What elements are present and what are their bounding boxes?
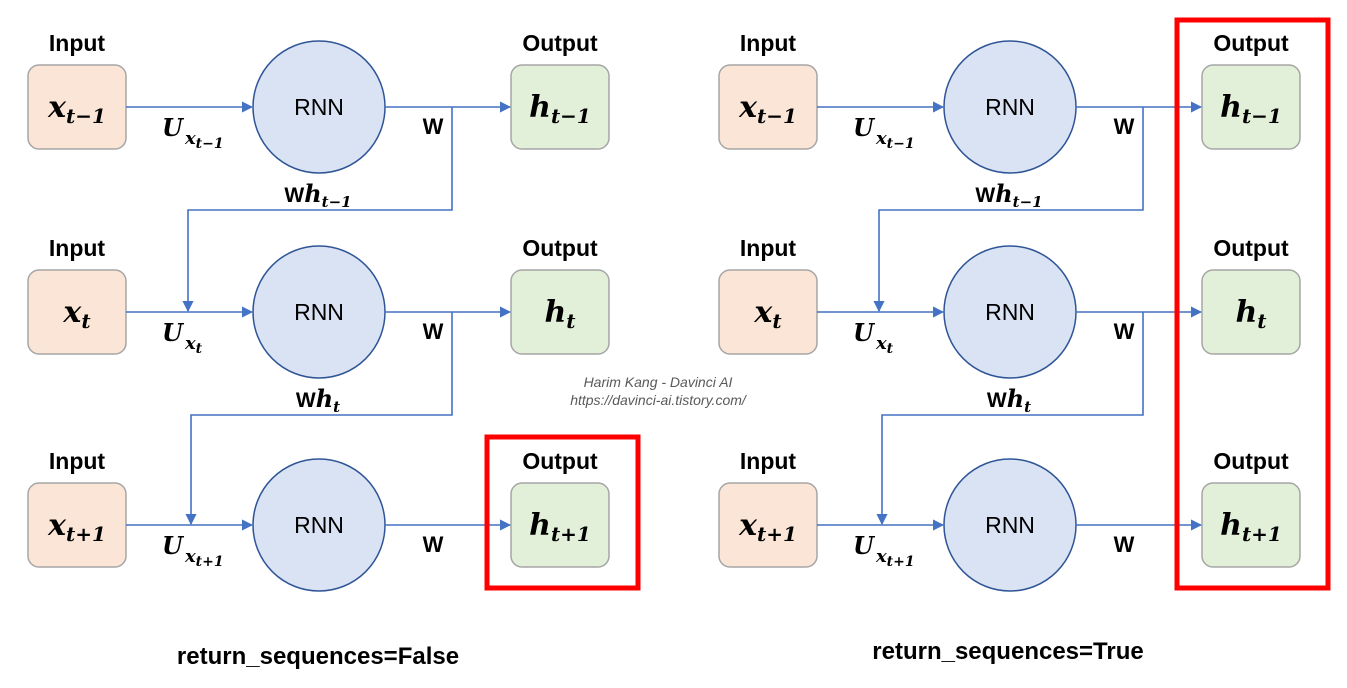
input-symbol: xt [753, 295, 782, 333]
recurrent-connection [876, 312, 1144, 526]
rnn-label: RNN [294, 512, 344, 538]
recurrent-weight-label: Wht−1 [284, 179, 351, 211]
rnn-label: RNN [294, 299, 344, 325]
panel-caption: return_sequences=False [177, 643, 459, 670]
input-symbol: xt−1 [47, 90, 106, 128]
input-symbol: xt+1 [738, 508, 797, 546]
input-header: Input [49, 448, 106, 474]
input-header: Input [49, 30, 106, 56]
weight-label: W [1114, 114, 1135, 139]
recurrent-connection [873, 107, 1144, 313]
output-header: Output [522, 235, 598, 261]
output-symbol: ht [1235, 295, 1267, 333]
output-header: Output [1213, 235, 1289, 261]
output-symbol: ht+1 [1220, 508, 1282, 546]
input-symbol: xt−1 [738, 90, 797, 128]
watermark: Harim Kang - Davinci AI https://davinci-… [570, 374, 748, 408]
output-header: Output [522, 448, 598, 474]
rnn-label: RNN [985, 512, 1035, 538]
output-header: Output [1213, 30, 1289, 56]
rnn-label: RNN [985, 94, 1035, 120]
recurrent-weight-label: Wht [296, 384, 340, 416]
output-symbol: ht−1 [1220, 90, 1282, 128]
weight-label: W [1114, 532, 1135, 557]
watermark-author: Harim Kang - Davinci AI [584, 374, 733, 390]
panel-caption: return_sequences=True [872, 638, 1143, 665]
input-header: Input [740, 235, 797, 261]
input-header: Input [740, 30, 797, 56]
output-symbol: ht [544, 295, 576, 333]
output-symbol: ht+1 [529, 508, 591, 546]
rnn-label: RNN [294, 94, 344, 120]
highlight-last-output [484, 434, 641, 591]
recurrent-weight-label: Wht [987, 384, 1031, 416]
recurrent-connection [185, 312, 453, 526]
recurrent-connection [182, 107, 453, 313]
output-header: Output [1213, 448, 1289, 474]
output-symbol: ht−1 [529, 90, 591, 128]
weight-label: W [423, 319, 444, 344]
input-header: Input [49, 235, 106, 261]
recurrent-weight-label: Wht−1 [975, 179, 1042, 211]
weight-label: W [1114, 319, 1135, 344]
input-symbol: xt [62, 295, 91, 333]
input-symbol: xt+1 [47, 508, 106, 546]
input-header: Input [740, 448, 797, 474]
weight-label: W [423, 532, 444, 557]
watermark-url: https://davinci-ai.tistory.com/ [570, 392, 748, 408]
rnn-label: RNN [985, 299, 1035, 325]
output-header: Output [522, 30, 598, 56]
weight-label: W [423, 114, 444, 139]
highlight-all-outputs [1174, 17, 1331, 591]
